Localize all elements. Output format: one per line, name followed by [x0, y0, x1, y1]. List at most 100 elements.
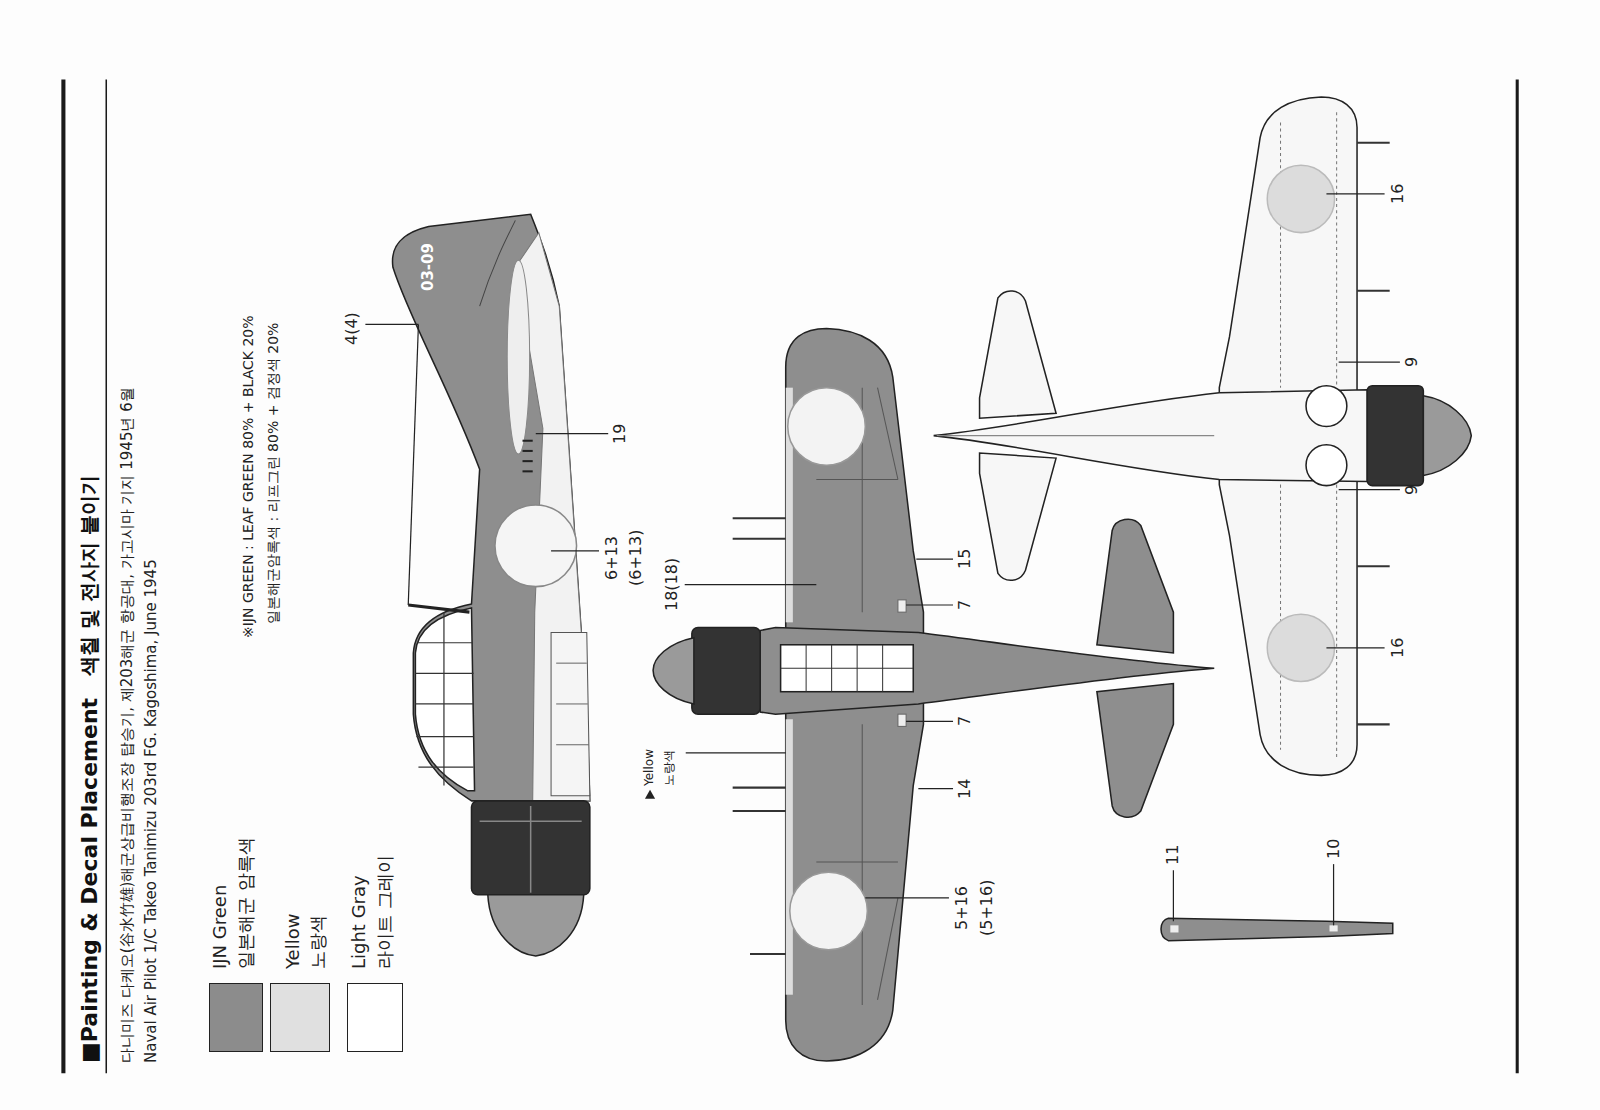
drawing-part — [878, 388, 898, 480]
drawing-part — [733, 518, 786, 954]
drawing-part — [1170, 925, 1178, 932]
drawing-part — [105, 80, 107, 1074]
callout-number: 9 — [1403, 357, 1421, 367]
drawing-part — [906, 721, 953, 722]
drawing-part — [790, 872, 868, 950]
callout-number: 11 — [1164, 845, 1182, 865]
drawing-part — [1357, 143, 1390, 725]
callout-number: 16 — [1389, 638, 1407, 658]
drawing-part — [408, 324, 418, 605]
drawing-part — [1357, 290, 1390, 292]
drawing-part — [760, 627, 1214, 714]
drawing-part — [1173, 870, 1174, 921]
drawing-part — [415, 612, 473, 785]
drawing-part — [556, 703, 588, 704]
color-note: ※IJN GREEN : LEAF GREEN 80% + BLACK 20% — [240, 315, 256, 638]
callout-number: (5+16) — [978, 880, 996, 936]
drawing-part — [733, 538, 786, 540]
drawing-part — [365, 324, 418, 325]
drawing-part — [530, 806, 532, 893]
drawing-part — [1339, 489, 1400, 490]
drawing-part — [898, 600, 906, 612]
subtitle: 다니미즈 다케오(谷水竹雄)해군상급비행조장 탑승기, 제203해군 항공대, … — [119, 388, 136, 1064]
drawing-part — [816, 862, 898, 863]
tail-code: 03-09 — [420, 243, 437, 291]
drawing-part — [692, 627, 760, 714]
drawing-part — [1267, 614, 1334, 681]
drawing-part — [781, 645, 914, 692]
drawing-part — [523, 440, 533, 442]
drawing-part — [750, 953, 786, 955]
drawing-part — [523, 441, 533, 472]
page-rules — [63, 80, 1517, 1074]
drawing-part — [781, 645, 914, 692]
callout-number: 7 — [956, 716, 974, 726]
callout-number: 10 — [1325, 839, 1343, 859]
drawing-part — [937, 435, 1215, 436]
legend-text: Light Gray — [349, 876, 370, 970]
drawing-part — [495, 505, 577, 587]
callout-number: 16 — [1389, 184, 1407, 204]
drawing-part — [916, 558, 953, 559]
drawing-part — [416, 736, 473, 737]
drawing-part — [471, 801, 589, 895]
drawing-part — [523, 460, 533, 462]
legend-swatch — [209, 983, 263, 1052]
drawing-part — [1306, 445, 1347, 486]
drawing-part — [507, 260, 529, 454]
drawing-part — [488, 895, 584, 956]
drawing-part — [1306, 386, 1347, 427]
drawing-part — [1516, 80, 1519, 1074]
callout-number: 15 — [956, 549, 974, 569]
drawing-part — [556, 744, 589, 745]
drawing-part — [1097, 684, 1174, 818]
drawing-part — [1336, 485, 1337, 760]
callout-number: 18(18) — [663, 558, 681, 611]
drawing-part — [1161, 918, 1393, 940]
drawing-part — [1333, 864, 1334, 925]
drawing-part — [788, 388, 866, 466]
drawing-part — [523, 450, 533, 452]
callout-number: 14 — [956, 778, 974, 798]
drawing-part — [392, 214, 589, 801]
drawing-part — [733, 517, 786, 519]
callout-number: 6+13 — [603, 536, 621, 580]
callout-number: 9 — [1403, 485, 1421, 495]
drawing-part — [551, 550, 599, 551]
drawing-part — [934, 390, 1368, 482]
legend-text: 일본해군 암록색 — [236, 838, 257, 970]
drawing-part — [653, 638, 694, 704]
drawing-part — [865, 897, 949, 898]
drawing-part — [1423, 396, 1471, 476]
color-callout: Yellow — [643, 749, 657, 786]
propeller-blade — [1161, 918, 1393, 940]
legend-swatch — [270, 983, 329, 1052]
drawing-part — [536, 433, 608, 434]
drawing-part — [1280, 485, 1281, 750]
legend-text: Yellow — [283, 914, 304, 969]
drawing-part — [1367, 386, 1423, 486]
side-view — [392, 214, 589, 956]
drawing-part — [918, 788, 953, 789]
drawing-part — [443, 612, 444, 785]
title-korean: 색칠 및 전사지 붙이기 — [78, 475, 101, 676]
drawing-part — [733, 787, 786, 789]
drawing-part — [1339, 362, 1400, 363]
drawing-part — [781, 668, 914, 669]
callout-number: 5+16 — [953, 886, 971, 930]
leader-lines — [365, 194, 1400, 925]
drawing-part — [556, 663, 587, 664]
color-note: 일본해군암록색 : 리프그린 80% + 검정색 20% — [265, 323, 281, 624]
legend-text: 노랑색 — [308, 915, 329, 969]
drawing-part — [1326, 193, 1384, 194]
drawing-part — [686, 752, 786, 753]
drawing-part — [1357, 142, 1390, 144]
drawing-part — [1336, 112, 1337, 387]
drawing-part — [415, 608, 474, 791]
drawing-part — [786, 719, 793, 994]
legend-swatch — [347, 983, 403, 1052]
callout-number: 4(4) — [343, 312, 361, 345]
drawing-part — [551, 633, 590, 796]
drawing-part — [906, 604, 953, 605]
